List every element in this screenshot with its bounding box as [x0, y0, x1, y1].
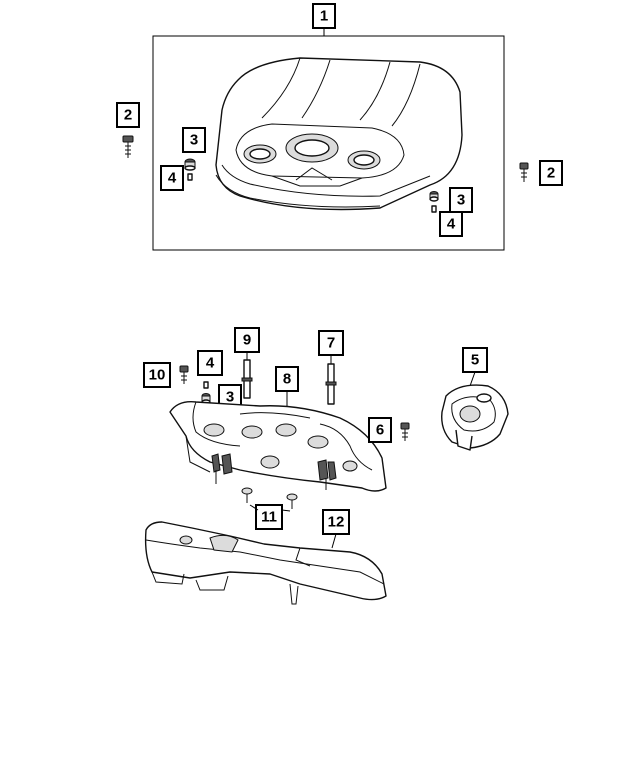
callout-3-top-left: 3	[190, 132, 198, 149]
callout-4-top-right: 4	[447, 216, 456, 233]
callout-box-9	[234, 327, 260, 353]
engine-cover[interactable]	[215, 57, 463, 211]
callout-12: 12	[328, 514, 345, 531]
callout-box-4-bottom	[197, 350, 223, 376]
leader-11-right	[281, 509, 291, 512]
leader-5	[469, 371, 476, 387]
callout-box-2-left	[116, 102, 140, 128]
push-pin-left[interactable]	[241, 487, 253, 503]
grommet-top-right[interactable]	[429, 191, 439, 202]
lower-shield[interactable]	[144, 521, 387, 605]
insulator[interactable]	[169, 401, 387, 492]
callout-9: 9	[243, 332, 251, 349]
callout-4-bottom: 4	[206, 355, 215, 372]
callout-box-10	[143, 362, 171, 388]
spacer-top-right[interactable]	[431, 205, 437, 213]
engine-cover-group: 1 2 3 4 2	[116, 3, 563, 251]
callout-box-11	[255, 504, 283, 530]
callout-1: 1	[320, 8, 328, 25]
bolt-left[interactable]	[122, 135, 134, 158]
push-pin-right[interactable]	[286, 493, 298, 509]
bolt-6[interactable]	[400, 422, 410, 441]
callout-10: 10	[149, 367, 166, 384]
callout-5: 5	[471, 352, 479, 369]
callout-box-4-top-right	[439, 211, 463, 237]
callout-box-2-right	[539, 160, 563, 186]
grommet-top-left[interactable]	[184, 158, 196, 171]
callout-4-top-left: 4	[168, 170, 177, 187]
leader-11-left	[249, 504, 259, 511]
callout-6: 6	[376, 422, 384, 439]
leader-12	[331, 533, 337, 549]
callout-2-left: 2	[124, 107, 132, 124]
engine-cover-frame	[152, 35, 505, 251]
cap[interactable]	[441, 384, 509, 451]
stud-7[interactable]	[325, 363, 337, 405]
callout-8: 8	[283, 371, 291, 388]
spacer-bottom[interactable]	[203, 381, 209, 389]
callout-3-top-right: 3	[457, 192, 465, 209]
callout-box-3-top-left	[182, 127, 206, 153]
callout-11: 11	[261, 509, 277, 526]
callout-box-6	[368, 417, 392, 443]
stud-9[interactable]	[241, 359, 253, 399]
callout-3-bottom: 3	[226, 389, 234, 406]
callout-7: 7	[327, 335, 335, 352]
bolt-right[interactable]	[519, 162, 529, 182]
bolt-10[interactable]	[179, 365, 189, 384]
insulator-group: 9 7 10 4	[143, 327, 509, 605]
callout-box-4-top-left	[160, 165, 184, 191]
callout-2-right: 2	[547, 165, 555, 182]
spacer-top-left[interactable]	[187, 173, 193, 181]
